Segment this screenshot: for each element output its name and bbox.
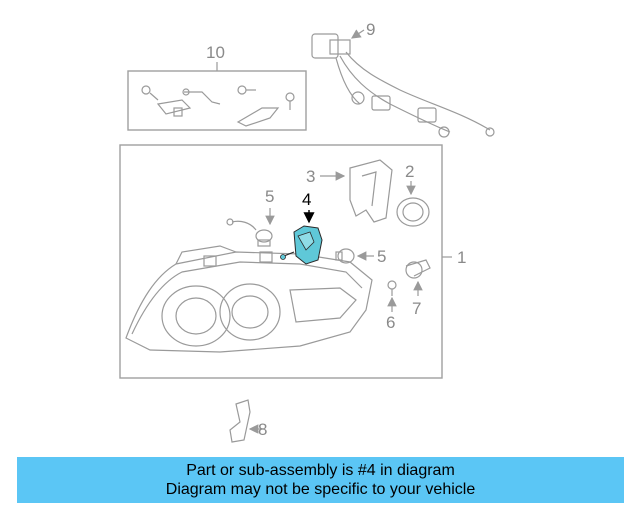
banner-line-part: Part or sub-assembly is #4 in diagram	[186, 462, 455, 479]
wiring-harness-icon	[311, 33, 495, 138]
callout-6: 6	[386, 313, 395, 332]
headlamp-housing-icon	[125, 245, 373, 353]
banner-line-disclaimer: Diagram may not be specific to your vehi…	[165, 481, 476, 498]
leader-9	[351, 29, 365, 39]
callout-1: 1	[457, 248, 466, 267]
wiring-harness-group: 9	[311, 20, 495, 138]
callout-4: 4	[302, 190, 311, 209]
info-banner: Part or sub-assembly is #4 in diagram Di…	[17, 457, 624, 503]
hook-bracket-icon	[182, 88, 221, 105]
bolt-icon	[237, 85, 295, 110]
bulb-left-icon	[226, 218, 273, 247]
retaining-clip-icon	[387, 280, 397, 296]
callout-3: 3	[306, 167, 315, 186]
mounting-bracket-icon	[236, 107, 280, 127]
callout-5-right: 5	[377, 247, 386, 266]
callout-8: 8	[258, 420, 267, 439]
bulb-right-icon	[335, 248, 355, 264]
callout-2: 2	[405, 162, 414, 181]
screw-icon	[141, 85, 159, 101]
lower-bracket-icon	[229, 399, 251, 443]
lower-bracket-group: 8	[229, 399, 267, 443]
hardware-kit-box	[127, 70, 307, 131]
callout-5-left: 5	[265, 187, 274, 206]
headlamp-assembly-group: 1 3 2 5	[119, 144, 466, 379]
bracket-clip-icon	[156, 99, 192, 117]
headlamp-assembly-box	[119, 144, 443, 379]
callout-9: 9	[366, 20, 375, 39]
callout-7: 7	[412, 299, 421, 318]
bulb-socket-icon	[405, 259, 431, 279]
callout-10: 10	[206, 43, 225, 62]
hardware-kit-group: 10	[127, 43, 307, 131]
dust-cap-icon	[396, 197, 430, 227]
lamp-bracket-icon	[349, 159, 393, 223]
leveling-motor-highlight-icon	[280, 225, 323, 265]
